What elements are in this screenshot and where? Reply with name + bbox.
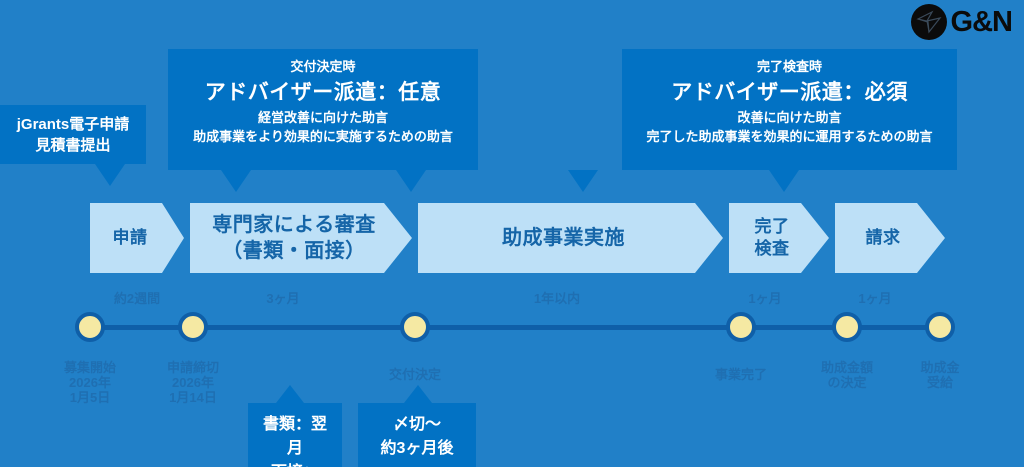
callout-tail-icon — [221, 170, 251, 192]
callout-advisor-required-sub2: 完了した助成事業を効果的に運用するための助言 — [646, 129, 933, 144]
callout-jgrants: jGrants電子申請 見積書提出 — [0, 105, 146, 186]
flow-step-final-check-line2: 検査 — [754, 239, 790, 258]
milestone-dot-completion[interactable] — [726, 312, 756, 342]
flow-step-final-check: 完了 検査 — [729, 203, 829, 273]
milestone-label-grant-award-line1: 交付決定 — [388, 367, 441, 382]
flow-step-expert-review: 専門家による審査 （書類・面接） — [190, 203, 412, 273]
flow-step-project-exec-line1: 助成事業実施 — [502, 227, 625, 249]
brand-wordmark: G&N — [950, 5, 1013, 38]
callout-advisor-optional-sub1: 経営改善に向けた助言 — [257, 110, 388, 125]
milestone-dot-amount-fix[interactable] — [832, 312, 862, 342]
milestone-label-payment: 助成金 受給 — [890, 360, 990, 390]
milestone-label-open: 募集開始 2026年 1月5日 — [40, 360, 140, 405]
callout-advisor-optional: 交付決定時 アドバイザー派遣：任意 経営改善に向けた助言 助成事業をより効果的に… — [168, 49, 598, 192]
callout-advisor-optional-title: アドバイザー派遣：任意 — [204, 81, 442, 104]
callout-review-detail-line1: 書類：翌月 — [262, 416, 327, 457]
callout-advisor-required-sub1: 改善に向けた助言 — [737, 110, 842, 125]
duration-exec: 1年以内 — [533, 291, 581, 306]
milestone-label-deadline-line1: 申請締切 — [166, 360, 219, 375]
milestone-dot-open[interactable] — [75, 312, 105, 342]
flow-step-final-check-line1: 完了 — [754, 217, 790, 236]
brand-logo: G&N — [910, 4, 1013, 40]
duration-check: 1ヶ月 — [748, 291, 782, 306]
callout-jgrants-line2: 見積書提出 — [35, 137, 111, 154]
callout-advisor-required-title: アドバイザー派遣：必須 — [671, 81, 908, 104]
milestone-label-amount-fix: 助成金額 の決定 — [797, 360, 897, 390]
milestone-dot-grant-award[interactable] — [400, 312, 430, 342]
callout-tail-icon — [396, 170, 426, 192]
milestone-label-open-line3: 1月5日 — [69, 390, 111, 405]
flow-step-project-exec: 助成事業実施 — [418, 203, 723, 273]
milestone-dot-deadline[interactable] — [178, 312, 208, 342]
callout-advisor-required-when: 完了検査時 — [756, 59, 822, 74]
process-flow: 申請 専門家による審査 （書類・面接） 助成事業実施 完了 検査 請求 — [0, 203, 1024, 273]
milestone-label-amount-fix-line2: の決定 — [827, 375, 867, 390]
milestone-label-open-line2: 2026年 — [69, 375, 111, 390]
callout-tail-icon — [95, 164, 125, 186]
timeline-track — [88, 325, 948, 330]
callout-jgrants-line1: jGrants電子申請 — [16, 116, 130, 133]
flow-step-application-line1: 申請 — [112, 228, 148, 247]
milestone-label-completion-line1: 事業完了 — [714, 367, 767, 382]
callout-tail-icon — [568, 170, 598, 192]
callout-decision-timing-line2: 約3ヶ月後 — [380, 440, 454, 457]
callout-advisor-optional-when: 交付決定時 — [290, 59, 356, 74]
duration-review: 3ヶ月 — [266, 291, 300, 306]
origami-crane-icon — [910, 4, 947, 40]
milestone-label-deadline-line3: 1月14日 — [169, 390, 217, 405]
flow-step-expert-review-line1: 専門家による審査 — [212, 214, 376, 236]
callout-advisor-required: 完了検査時 アドバイザー派遣：必須 改善に向けた助言 完了した助成事業を効果的に… — [622, 49, 957, 192]
flow-step-billing-line1: 請求 — [865, 228, 901, 247]
milestone-label-amount-fix-line1: 助成金額 — [820, 360, 873, 375]
callout-tail-icon — [276, 385, 304, 403]
callout-review-detail-line2: 面接：翌々月 — [260, 461, 330, 467]
callout-decision-timing: 〆切〜 約3ヶ月後 — [358, 385, 476, 467]
flow-step-expert-review-line2: （書類・面接） — [222, 240, 366, 262]
milestone-label-open-line1: 募集開始 — [63, 360, 116, 375]
flow-step-billing: 請求 — [835, 203, 945, 273]
callout-tail-icon — [404, 385, 432, 403]
milestone-label-payment-line1: 助成金 — [920, 360, 960, 375]
flow-step-application: 申請 — [90, 203, 184, 273]
milestone-label-deadline-line2: 2026年 — [172, 375, 214, 390]
duration-billing: 1ヶ月 — [858, 291, 892, 306]
milestone-label-payment-line2: 受給 — [926, 375, 953, 390]
milestone-label-deadline: 申請締切 2026年 1月14日 — [143, 360, 243, 405]
milestone-label-grant-award: 交付決定 — [365, 367, 465, 382]
duration-application: 約2週間 — [113, 291, 161, 306]
milestone-label-completion: 事業完了 — [691, 367, 791, 382]
callout-review-detail: 書類：翌月 面接：翌々月 — [248, 385, 342, 467]
callout-advisor-optional-sub2: 助成事業をより効果的に実施するための助言 — [193, 129, 453, 144]
callout-decision-timing-line1: 〆切〜 — [392, 416, 441, 433]
callout-tail-icon — [769, 170, 799, 192]
milestone-dot-payment[interactable] — [925, 312, 955, 342]
